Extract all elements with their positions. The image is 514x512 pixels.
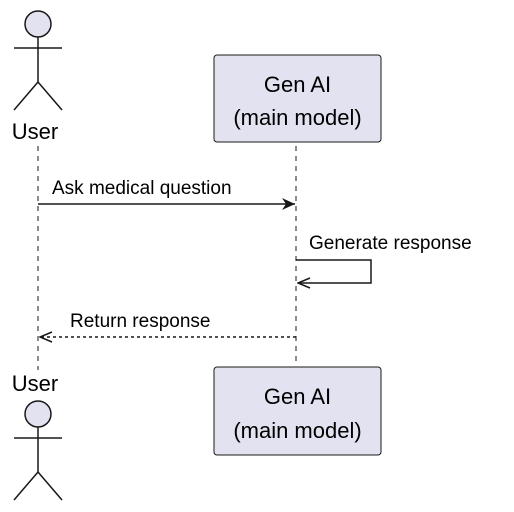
user-actor-head-bottom bbox=[24, 400, 52, 428]
user-label-bottom: User bbox=[12, 371, 58, 396]
user-actor-top bbox=[13, 10, 63, 111]
genai-box-top bbox=[213, 54, 382, 143]
message-generate-arrow bbox=[296, 259, 372, 283]
message-ask-label: Ask medical question bbox=[52, 178, 232, 199]
genai-label-top-line2: (main model) bbox=[233, 105, 361, 130]
user-actor-bottom bbox=[13, 400, 63, 501]
user-label-top: User bbox=[12, 119, 58, 144]
message-return-label: Return response bbox=[70, 311, 210, 332]
genai-box-bottom bbox=[213, 366, 382, 456]
user-actor-head bbox=[24, 10, 52, 38]
genai-label-bottom-line1: Gen AI bbox=[264, 384, 331, 409]
genai-label-bottom-line2: (main model) bbox=[233, 418, 361, 443]
message-generate-label: Generate response bbox=[309, 233, 472, 254]
genai-label-top-line1: Gen AI bbox=[264, 72, 331, 97]
